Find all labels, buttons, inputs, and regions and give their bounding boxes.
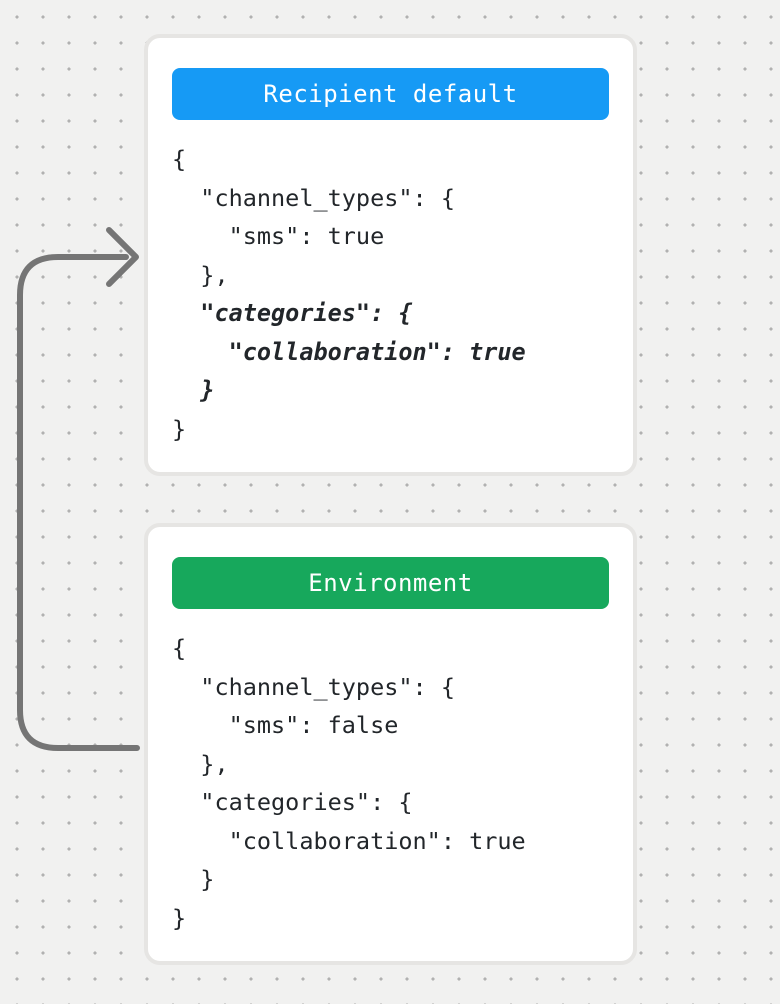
- code-line: },: [172, 260, 229, 289]
- code-line-emphasized: "collaboration": true: [172, 337, 526, 366]
- code-line: "channel_types": {: [172, 183, 455, 212]
- code-line: "sms": true: [172, 222, 385, 251]
- code-line: },: [172, 749, 229, 778]
- code-line: "collaboration": true: [172, 826, 526, 855]
- code-line-emphasized: "categories": {: [172, 299, 413, 328]
- code-line: {: [172, 145, 187, 174]
- code-line: }: [172, 903, 187, 932]
- code-line: }: [172, 414, 187, 443]
- card-recipient-default: Recipient default { "channel_types": { "…: [144, 34, 637, 476]
- code-line: "sms": false: [172, 711, 399, 740]
- arrow-line: [17, 254, 140, 751]
- card-header-recipient-default: Recipient default: [172, 68, 609, 120]
- card-environment: Environment { "channel_types": { "sms": …: [144, 523, 637, 965]
- code-line: "channel_types": {: [172, 672, 455, 701]
- arrow-head: [106, 227, 139, 287]
- card-title: Environment: [308, 569, 473, 597]
- card-header-environment: Environment: [172, 557, 609, 609]
- code-line: {: [172, 634, 187, 663]
- code-block-environment: { "channel_types": { "sms": false }, "ca…: [172, 629, 609, 937]
- code-block-recipient-default: { "channel_types": { "sms": true }, "cat…: [172, 140, 609, 448]
- code-line-emphasized: }: [172, 376, 215, 405]
- card-title: Recipient default: [263, 80, 518, 108]
- code-line: "categories": {: [172, 788, 413, 817]
- code-line: }: [172, 865, 215, 894]
